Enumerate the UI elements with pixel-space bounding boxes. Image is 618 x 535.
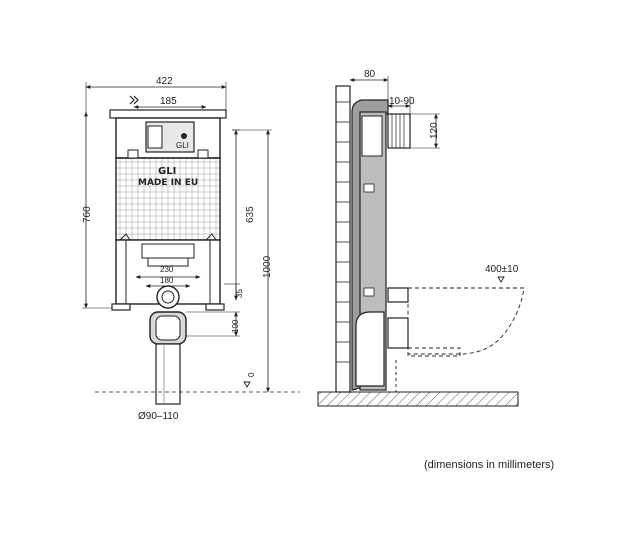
dim-bowl: 400±10 — [485, 264, 519, 275]
level-marker-icon — [497, 276, 505, 283]
dim-height: 760 — [82, 206, 93, 223]
dim-depth: 80 — [364, 69, 376, 80]
dim-frame-height: 635 — [245, 206, 256, 223]
cistern-body — [115, 157, 221, 241]
flush-direction-icon — [129, 95, 139, 105]
wc-bowl-outline — [407, 287, 525, 357]
wall — [335, 85, 351, 393]
inlet-connector — [387, 113, 411, 149]
dim-fixing-230: 230 — [160, 265, 174, 274]
foot-right — [205, 303, 225, 311]
badge-label: GLI — [176, 141, 189, 150]
outlet-connector — [387, 317, 409, 349]
logo-gli: GLI — [158, 166, 176, 177]
level-marker-icon — [243, 381, 251, 388]
foot-left — [111, 303, 131, 311]
waste-pipe — [155, 343, 181, 405]
floor-slab — [317, 391, 519, 407]
dim-100: 100 — [231, 319, 240, 333]
dim-35: 35 — [235, 289, 244, 298]
dim-pipe-diameter: Ø90–110 — [138, 411, 179, 422]
dim-width: 422 — [156, 76, 173, 87]
dim-inlet: 120 — [429, 122, 440, 139]
side-view: 80 10-90 120 400±10 — [317, 69, 525, 407]
units-note: (dimensions in millimeters) — [424, 459, 555, 471]
dim-top-opening: 185 — [160, 96, 177, 107]
dim-wall-gap: 10-90 — [389, 96, 415, 107]
dim-zero: 0 — [247, 372, 256, 377]
front-view: GLI GLI MADE IN EU 422 185 — [82, 76, 300, 422]
frame-top-bar — [109, 109, 227, 119]
dim-total-height: 1000 — [262, 255, 273, 278]
dim-fixing-180: 180 — [160, 276, 174, 285]
logo-made-in-eu: MADE IN EU — [138, 178, 198, 188]
